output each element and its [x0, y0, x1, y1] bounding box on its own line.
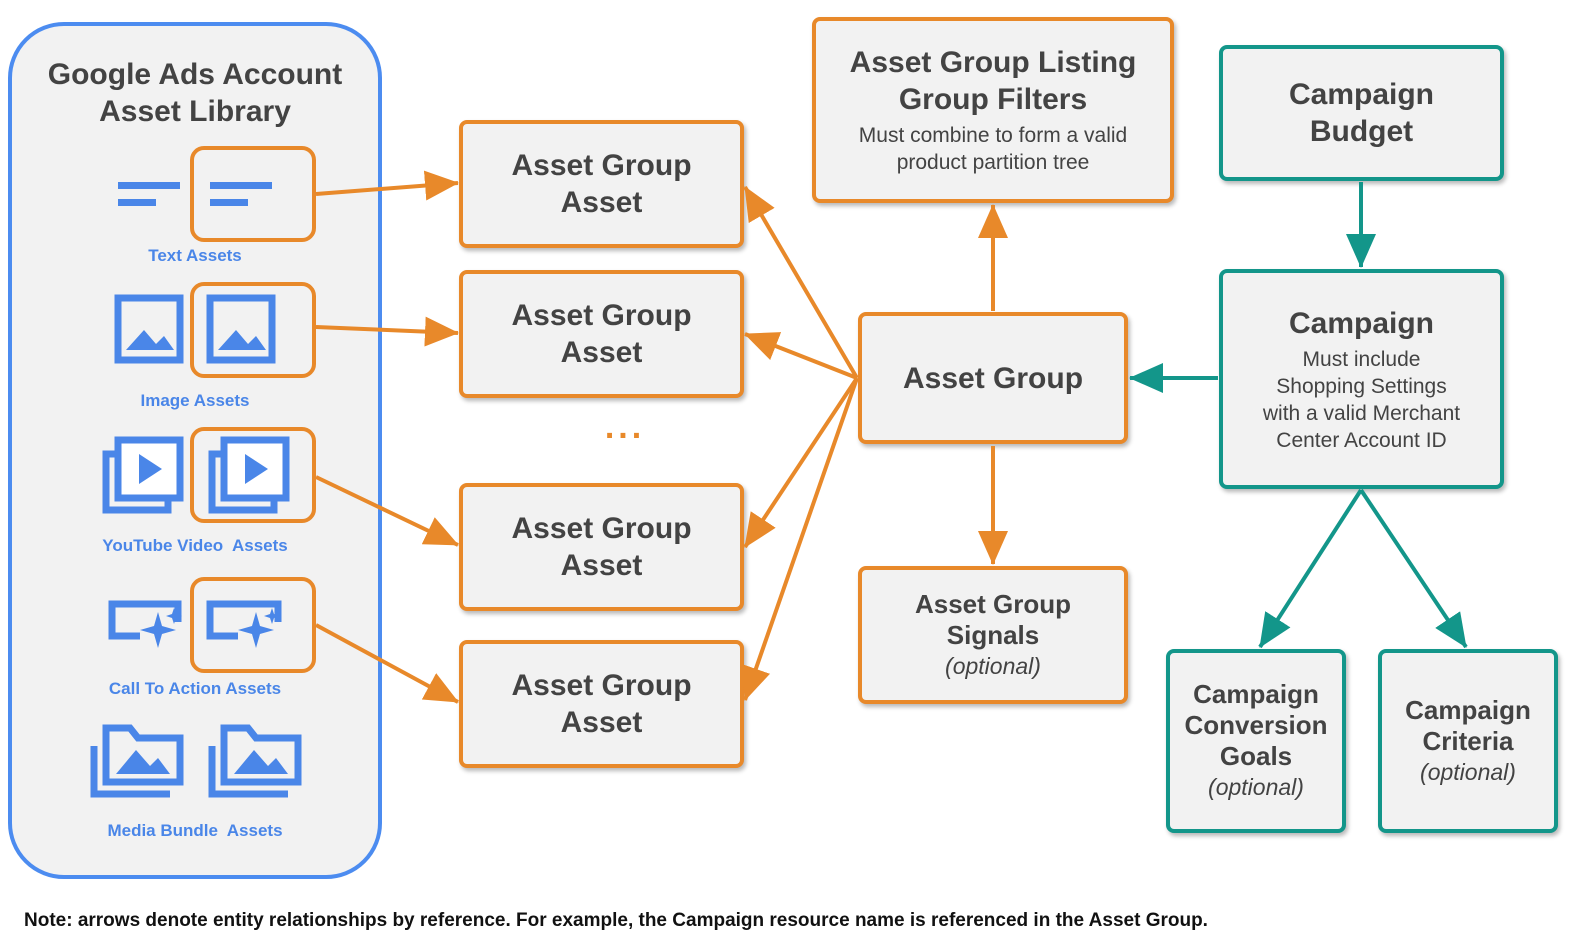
- youtube-assets-label: YouTube Video Assets: [102, 536, 288, 555]
- signals-line1: Asset Group: [914, 588, 1072, 619]
- image-asset-arrow: [315, 316, 459, 347]
- signals-line2: Signals: [946, 619, 1040, 650]
- media-bundle-assets-label: Media Bundle Assets: [107, 821, 283, 840]
- asset-group-asset-box: Asset Group Asset: [459, 270, 744, 398]
- listing-group-filters-box: Asset Group Listing Group Filters Must c…: [812, 17, 1174, 203]
- text-lines-icon: [118, 182, 180, 206]
- text-assets-label: Text Assets: [148, 246, 242, 265]
- cta-assets-label: Call To Action Assets: [108, 679, 282, 698]
- asset-group-asset-box: Asset Group Asset: [459, 120, 744, 248]
- campaign-criteria-line2: Criteria: [1422, 725, 1514, 756]
- media-folder-icon: [90, 724, 184, 798]
- campaign-criteria-optional: (optional): [1420, 758, 1516, 785]
- campaign-budget-box: Campaign Budget: [1219, 45, 1504, 181]
- asset-group-asset-line2: Asset: [560, 549, 643, 582]
- video-asset-arrow: [315, 475, 459, 547]
- campaign-criteria-box: Campaign Criteria (optional): [1378, 649, 1558, 833]
- asset-group-asset-line1: Asset Group: [511, 669, 692, 702]
- campaign-box: Campaign Must include Shopping Settings …: [1219, 269, 1504, 489]
- listing-filters-title-line2: Group Filters: [898, 83, 1088, 116]
- image-icon: [206, 294, 276, 364]
- asset-group-asset-line1: Asset Group: [511, 512, 692, 545]
- signals-optional: (optional): [945, 652, 1041, 679]
- asset-group-asset-box: Asset Group Asset: [459, 483, 744, 611]
- media-folder-icon: [208, 724, 302, 798]
- text-asset-arrow: [315, 170, 459, 201]
- asset-group-asset-line2: Asset: [560, 186, 643, 219]
- text-lines-icon: [210, 182, 272, 206]
- asset-group-asset-line2: Asset: [560, 706, 643, 739]
- asset-library-panel: [8, 22, 382, 879]
- more-assets-ellipsis: ...: [604, 408, 646, 446]
- conversion-goals-line2: Conversion: [1184, 710, 1328, 740]
- image-icon: [114, 294, 184, 364]
- cta-asset-frame: [190, 577, 316, 673]
- campaign-to-conversion-goals-arrow: [1258, 488, 1363, 649]
- campaign-to-criteria-arrow: [1359, 488, 1468, 649]
- asset-library-title-line2: Asset Library: [99, 95, 291, 128]
- conversion-goals-line1: Campaign: [1193, 679, 1319, 709]
- campaign-conversion-goals-box: Campaign Conversion Goals (optional): [1166, 649, 1346, 833]
- asset-group-to-asset-3-arrow: [743, 376, 859, 549]
- asset-group-to-asset-2-arrow: [744, 332, 858, 380]
- campaign-desc-line3: with a valid Merchant: [1262, 401, 1461, 425]
- call-to-action-icon: [206, 600, 282, 648]
- image-asset-frame: [190, 282, 316, 378]
- asset-group-asset-line2: Asset: [560, 336, 643, 369]
- campaign-desc-line4: Center Account ID: [1276, 428, 1447, 452]
- campaign-title: Campaign: [1288, 306, 1435, 340]
- cta-asset-arrow: [315, 623, 459, 704]
- listing-filters-title-line1: Asset Group Listing: [849, 46, 1137, 79]
- asset-group-label: Asset Group: [902, 361, 1084, 395]
- asset-group-asset-box: Asset Group Asset: [459, 640, 744, 768]
- asset-group-to-asset-1-arrow: [743, 185, 859, 380]
- campaign-budget-line2: Budget: [1309, 115, 1414, 148]
- conversion-goals-optional: (optional): [1208, 774, 1304, 800]
- video-library-icon: [208, 436, 290, 514]
- image-assets-label: Image Assets: [140, 391, 250, 410]
- listing-filters-desc-line2: product partition tree: [896, 151, 1090, 174]
- listing-filters-desc-line1: Must combine to form a valid: [858, 124, 1128, 147]
- asset-group-box: Asset Group: [858, 312, 1128, 444]
- asset-group-to-asset-4-arrow: [741, 377, 859, 701]
- campaign-desc-line2: Shopping Settings: [1276, 374, 1447, 398]
- video-library-icon: [102, 436, 184, 514]
- asset-group-signals-box: Asset Group Signals (optional): [858, 566, 1128, 704]
- campaign-desc-line1: Must include: [1302, 347, 1421, 371]
- text-asset-frame: [190, 146, 316, 242]
- conversion-goals-line3: Goals: [1219, 741, 1293, 771]
- asset-library-title: Google Ads Account Asset Library: [8, 56, 382, 130]
- campaign-budget-line1: Campaign: [1288, 78, 1435, 111]
- footnote: Note: arrows denote entity relationships…: [24, 910, 1208, 931]
- video-asset-frame: [190, 427, 316, 523]
- call-to-action-icon: [108, 600, 182, 648]
- campaign-criteria-line1: Campaign: [1405, 694, 1531, 725]
- asset-library-title-line1: Google Ads Account: [47, 58, 343, 91]
- asset-group-asset-line1: Asset Group: [511, 299, 692, 332]
- asset-group-asset-line1: Asset Group: [511, 149, 692, 182]
